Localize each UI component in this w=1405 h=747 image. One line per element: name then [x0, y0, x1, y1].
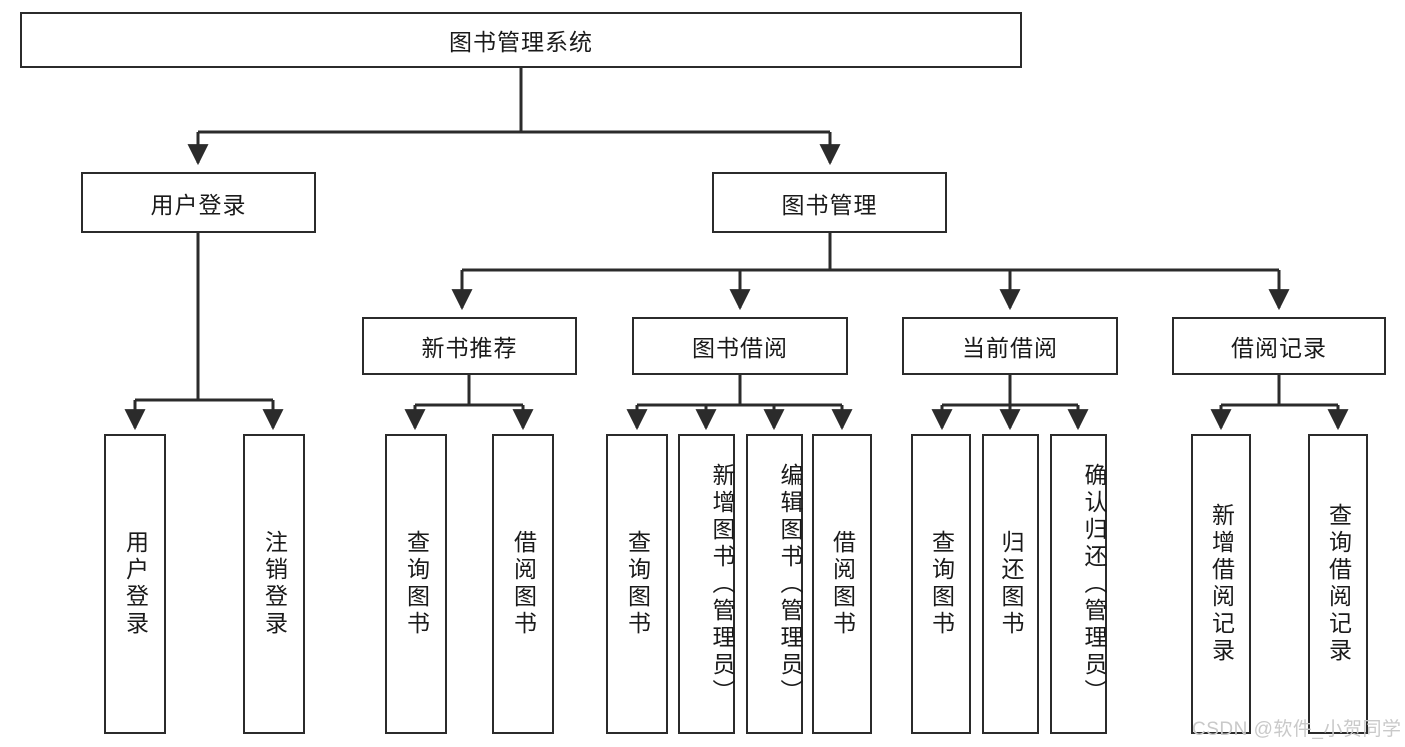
node-label: 图书管理系统 — [449, 29, 593, 55]
node-label: 图书借阅 — [692, 335, 788, 361]
node-user-login[interactable]: 用户登录 — [81, 172, 316, 233]
leaf-logout-login[interactable]: 注销登录 — [243, 434, 305, 734]
node-label: 图书管理 — [781, 191, 878, 218]
node-label: 查询图书 — [403, 530, 430, 638]
node-borrow-record[interactable]: 借阅记录 — [1172, 317, 1386, 375]
leaf-confirm-return-admin[interactable]: 确认归还（管理员） — [1050, 434, 1107, 734]
node-label: 新书推荐 — [421, 335, 518, 361]
node-label: 用户登录 — [122, 530, 149, 638]
node-label: 当前借阅 — [962, 335, 1058, 361]
leaf-query-book-current[interactable]: 查询图书 — [911, 434, 971, 734]
node-book-management-system[interactable]: 图书管理系统 — [20, 12, 1022, 68]
leaf-borrow-book-recommend[interactable]: 借阅图书 — [492, 434, 554, 734]
node-book-management[interactable]: 图书管理 — [712, 172, 947, 233]
node-new-book-recommend[interactable]: 新书推荐 — [362, 317, 577, 375]
node-label: 注销登录 — [261, 530, 288, 638]
node-label: 新增借阅记录 — [1208, 503, 1235, 665]
leaf-edit-book-admin[interactable]: 编辑图书（管理员） — [746, 434, 803, 734]
node-current-borrow[interactable]: 当前借阅 — [902, 317, 1118, 375]
node-label: 编辑图书（管理员） — [777, 462, 803, 706]
node-label: 用户登录 — [150, 191, 247, 218]
csdn-watermark: CSDN @软件_小贺同学 — [1192, 719, 1402, 740]
node-label: 借阅图书 — [510, 530, 537, 638]
leaf-user-login[interactable]: 用户登录 — [104, 434, 166, 734]
node-label: 查询借阅记录 — [1325, 503, 1352, 665]
leaf-return-book[interactable]: 归还图书 — [982, 434, 1039, 734]
leaf-query-book-recommend[interactable]: 查询图书 — [385, 434, 447, 734]
node-label: 新增图书（管理员） — [709, 462, 735, 706]
node-label: 查询图书 — [624, 530, 651, 638]
leaf-query-book-borrow[interactable]: 查询图书 — [606, 434, 668, 734]
leaf-add-borrow-record[interactable]: 新增借阅记录 — [1191, 434, 1251, 734]
node-book-borrow[interactable]: 图书借阅 — [632, 317, 848, 375]
leaf-borrow-book-borrow[interactable]: 借阅图书 — [812, 434, 872, 734]
node-label: 借阅记录 — [1231, 335, 1327, 361]
node-label: 确认归还（管理员） — [1081, 462, 1107, 706]
node-label: 查询图书 — [928, 530, 955, 638]
leaf-query-borrow-record[interactable]: 查询借阅记录 — [1308, 434, 1368, 734]
leaf-add-book-admin[interactable]: 新增图书（管理员） — [678, 434, 735, 734]
node-label: 借阅图书 — [829, 530, 856, 638]
node-label: 归还图书 — [998, 530, 1024, 638]
